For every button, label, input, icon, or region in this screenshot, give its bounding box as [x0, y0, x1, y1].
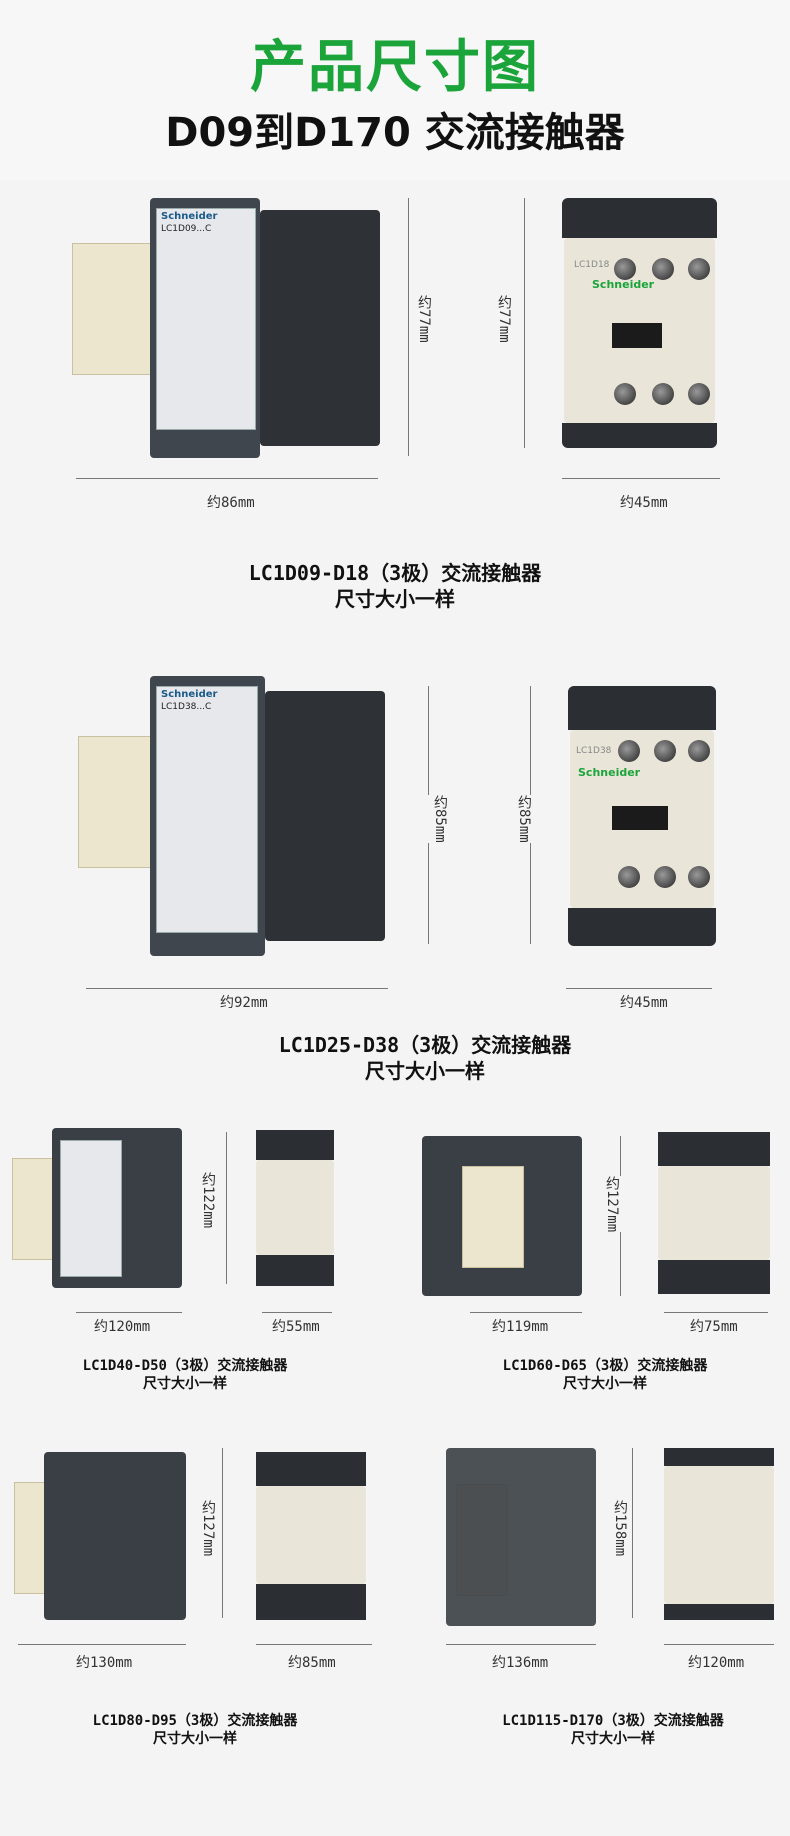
- width-dimension: 约86mm: [205, 492, 257, 512]
- product-front-image: [664, 1448, 774, 1620]
- model-label: LC1D09...C: [161, 224, 212, 234]
- model-label: LC1D38...C: [161, 702, 212, 712]
- height-dimension: 约127mm: [196, 1500, 220, 1557]
- caption-line2: 尺寸大小一样: [143, 1376, 227, 1392]
- product-front-image: LC1D18 Schneider: [562, 198, 717, 448]
- caption-line1: LC1D115-D170（3极）交流接触器: [502, 1713, 724, 1729]
- product-side-image: [14, 1452, 186, 1620]
- width-dimension: 约136mm: [490, 1652, 551, 1672]
- header: 产品尺寸图 D09到D170 交流接触器: [0, 0, 790, 180]
- height-dimension: 约85mm: [428, 795, 452, 843]
- brand-label: Schneider: [161, 689, 218, 700]
- depth-dimension: 约75mm: [688, 1316, 740, 1336]
- brand-label: Schneider: [161, 211, 218, 222]
- page-subtitle: D09到D170 交流接触器: [165, 110, 625, 156]
- depth-dimension: 约85mm: [286, 1652, 338, 1672]
- front-brand-label: Schneider: [578, 766, 641, 779]
- caption-line2: 尺寸大小一样: [571, 1731, 655, 1747]
- caption-line1: LC1D09-D18（3极）交流接触器: [248, 561, 542, 585]
- depth-dimension: 约120mm: [686, 1652, 747, 1672]
- product-side-image: [422, 1136, 582, 1296]
- height-dimension: 约122mm: [196, 1172, 220, 1229]
- product-side-image: Schneider LC1D09...C: [72, 198, 382, 458]
- product-side-image: [12, 1128, 182, 1288]
- front-model-label: LC1D38: [576, 746, 612, 756]
- caption-line2: 尺寸大小一样: [335, 587, 455, 611]
- caption-line1: LC1D60-D65（3极）交流接触器: [502, 1358, 708, 1374]
- depth-dimension: 约45mm: [618, 492, 670, 512]
- caption-line2: 尺寸大小一样: [153, 1731, 237, 1747]
- width-dimension: 约119mm: [490, 1316, 551, 1336]
- product-side-image: Schneider LC1D38...C: [78, 676, 388, 956]
- height-dimension: 约127mm: [600, 1176, 624, 1233]
- caption-line1: LC1D80-D95（3极）交流接触器: [92, 1713, 298, 1729]
- width-dimension: 约130mm: [74, 1652, 135, 1672]
- height-dimension: 约158mm: [608, 1500, 632, 1557]
- caption-line2: 尺寸大小一样: [563, 1376, 647, 1392]
- front-brand-label: Schneider: [592, 278, 655, 291]
- caption-line1: LC1D40-D50（3极）交流接触器: [82, 1358, 288, 1374]
- depth-height-dimension: 约77mm: [492, 295, 516, 343]
- product-side-image: [446, 1448, 596, 1626]
- product-front-image: [256, 1130, 334, 1286]
- height-dimension: 约77mm: [412, 295, 436, 343]
- width-dimension: 约92mm: [218, 992, 270, 1012]
- depth-dimension: 约55mm: [270, 1316, 322, 1336]
- depth-dimension: 约45mm: [618, 992, 670, 1012]
- caption-line2: 尺寸大小一样: [365, 1059, 485, 1083]
- caption-line1: LC1D25-D38（3极）交流接触器: [278, 1033, 572, 1057]
- page-title: 产品尺寸图: [250, 35, 540, 100]
- product-front-image: [256, 1452, 366, 1620]
- front-model-label: LC1D18: [574, 260, 610, 270]
- product-front-image: [658, 1132, 770, 1294]
- width-dimension: 约120mm: [92, 1316, 153, 1336]
- depth-height-dimension: 约85mm: [512, 795, 536, 843]
- product-front-image: LC1D38 Schneider: [568, 686, 716, 946]
